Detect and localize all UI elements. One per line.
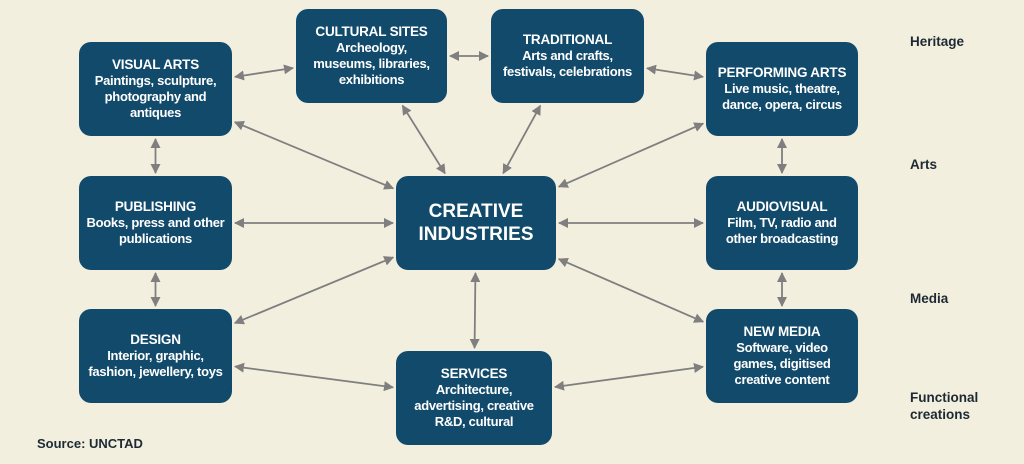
- arrow-center-traditional: [502, 104, 542, 175]
- category-label-functional-creations: Functional creations: [910, 390, 979, 422]
- node-title: AUDIOVISUAL: [736, 199, 828, 214]
- node-description: Film, TV, radio and other broadcasting: [725, 215, 839, 246]
- arrow-center-cultural-sites: [401, 104, 446, 175]
- node-title: TRADITIONAL: [522, 32, 613, 47]
- arrow-design-services: [233, 362, 395, 392]
- node-description: Software, video games, digitised creativ…: [733, 340, 831, 387]
- arrow-center-design: [233, 256, 395, 325]
- node-cultural-sites: CULTURAL SITES Archeology, museums, libr…: [296, 9, 447, 103]
- category-label-arts: Arts: [910, 157, 938, 172]
- node-visual-arts: VISUAL ARTS Paintings, sculpture, photog…: [79, 42, 232, 136]
- node-description: Interior, graphic, fashion, jewellery, t…: [88, 348, 223, 379]
- node-performing-arts: PERFORMING ARTS Live music, theatre, dan…: [706, 42, 858, 136]
- node-title: NEW MEDIA: [743, 324, 821, 339]
- arrow-center-visual-arts: [233, 121, 395, 190]
- arrow-center-new-media: [557, 257, 705, 323]
- source-note: Source: UNCTAD: [37, 436, 143, 451]
- node-title: SERVICES: [440, 366, 508, 381]
- node-publishing: PUBLISHING Books, press and other public…: [79, 176, 232, 270]
- node-title: CREATIVE INDUSTRIES: [418, 201, 534, 245]
- category-label-heritage: Heritage: [910, 34, 965, 49]
- node-services: SERVICES Architecture, advertising, crea…: [396, 351, 552, 445]
- arrow-center-performing-arts: [557, 122, 705, 188]
- node-description: Archeology, museums, libraries, exhibiti…: [313, 40, 430, 87]
- node-audiovisual: AUDIOVISUAL Film, TV, radio and other br…: [706, 176, 858, 270]
- node-title: DESIGN: [130, 332, 181, 347]
- node-traditional: TRADITIONAL Arts and crafts, festivals, …: [491, 9, 644, 103]
- arrow-visual-arts-cultural-sites: [233, 64, 295, 81]
- node-title: VISUAL ARTS: [111, 57, 200, 72]
- arrow-center-services: [469, 271, 481, 350]
- node-title: PERFORMING ARTS: [717, 65, 847, 80]
- node-title: PUBLISHING: [114, 199, 197, 214]
- node-design: DESIGN Interior, graphic, fashion, jewel…: [79, 309, 232, 403]
- node-description: Books, press and other publications: [86, 215, 225, 246]
- arrow-services-new-media: [553, 363, 705, 391]
- arrow-traditional-performing-arts: [645, 64, 705, 81]
- category-label-media: Media: [910, 291, 949, 306]
- node-new-media: NEW MEDIA Software, video games, digitis…: [706, 309, 858, 403]
- node-title: CULTURAL SITES: [315, 24, 428, 39]
- node-description: Live music, theatre, dance, opera, circu…: [722, 81, 842, 112]
- node-description: Paintings, sculpture, photography and an…: [94, 73, 217, 120]
- node-description: Architecture, advertising, creative R&D,…: [414, 382, 534, 429]
- node-description: Arts and crafts, festivals, celebrations: [503, 48, 632, 79]
- node-creative-industries: CREATIVE INDUSTRIES: [396, 176, 556, 270]
